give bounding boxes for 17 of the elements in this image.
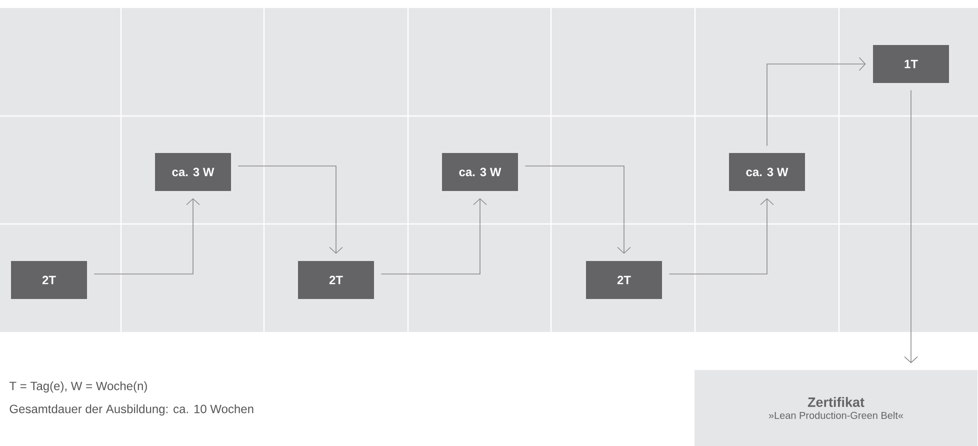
step-box: 2T — [298, 261, 374, 299]
note-text: T = Tag(e), W = Woche(n) — [9, 381, 147, 393]
step-box: ca. 3 W — [155, 153, 231, 191]
step-box: 2T — [586, 261, 662, 299]
note-text: Gesamtdauer der Ausbildung: ca. 10 Wochen — [10, 404, 254, 416]
arrow — [668, 198, 774, 274]
arrow — [766, 57, 866, 146]
arrow — [94, 198, 200, 274]
arrow — [380, 198, 487, 274]
step-box: 2T — [11, 261, 87, 299]
step-box: ca. 3 W — [442, 153, 518, 191]
step-box: 1T — [873, 45, 949, 83]
arrow — [904, 90, 918, 364]
step-box: ca. 3 W — [729, 153, 805, 191]
arrow — [238, 166, 343, 254]
certificate-box: Zertifikat »Lean Production-Green Belt« — [694, 370, 978, 446]
arrow — [524, 166, 631, 254]
